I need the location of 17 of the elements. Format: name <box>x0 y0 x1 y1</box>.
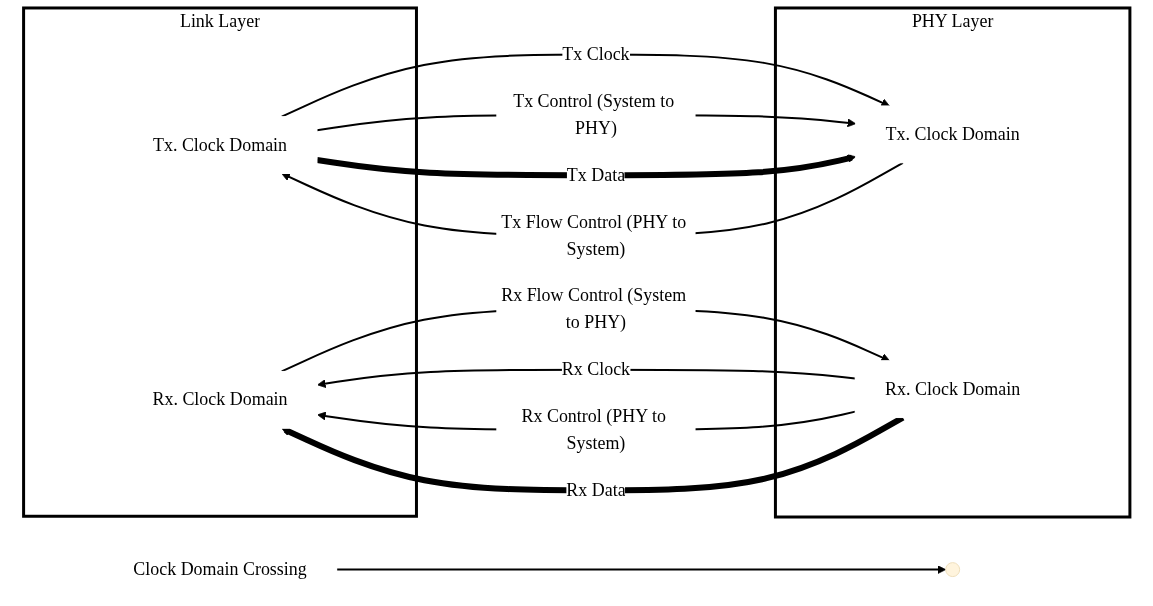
node-text: Tx. Clock Domain <box>885 123 1020 144</box>
node-text: Clock Domain Crossing <box>133 559 307 580</box>
arrow <box>335 565 946 574</box>
edge-label: Rx Data <box>566 479 626 500</box>
node-text: Tx. Clock Domain <box>152 134 287 155</box>
node-text: Rx. Clock Domain <box>884 378 1020 399</box>
edge-label: Tx Clock <box>562 44 630 65</box>
arrow <box>316 154 856 179</box>
arrow <box>280 53 890 118</box>
edge-label: Rx Flow Control (System to PHY) <box>500 285 686 333</box>
edge-label: Tx Flow Control (PHY to System) <box>501 211 686 259</box>
edge-label: Rx Control (PHY to System) <box>521 406 666 453</box>
edge-label: Rx Clock <box>561 359 630 380</box>
arrow <box>281 161 904 237</box>
node-text: Rx. Clock Domain <box>152 389 288 410</box>
edge-label: Tx Control (System to PHY) <box>512 90 674 138</box>
edge-label: Tx Data <box>566 164 625 185</box>
